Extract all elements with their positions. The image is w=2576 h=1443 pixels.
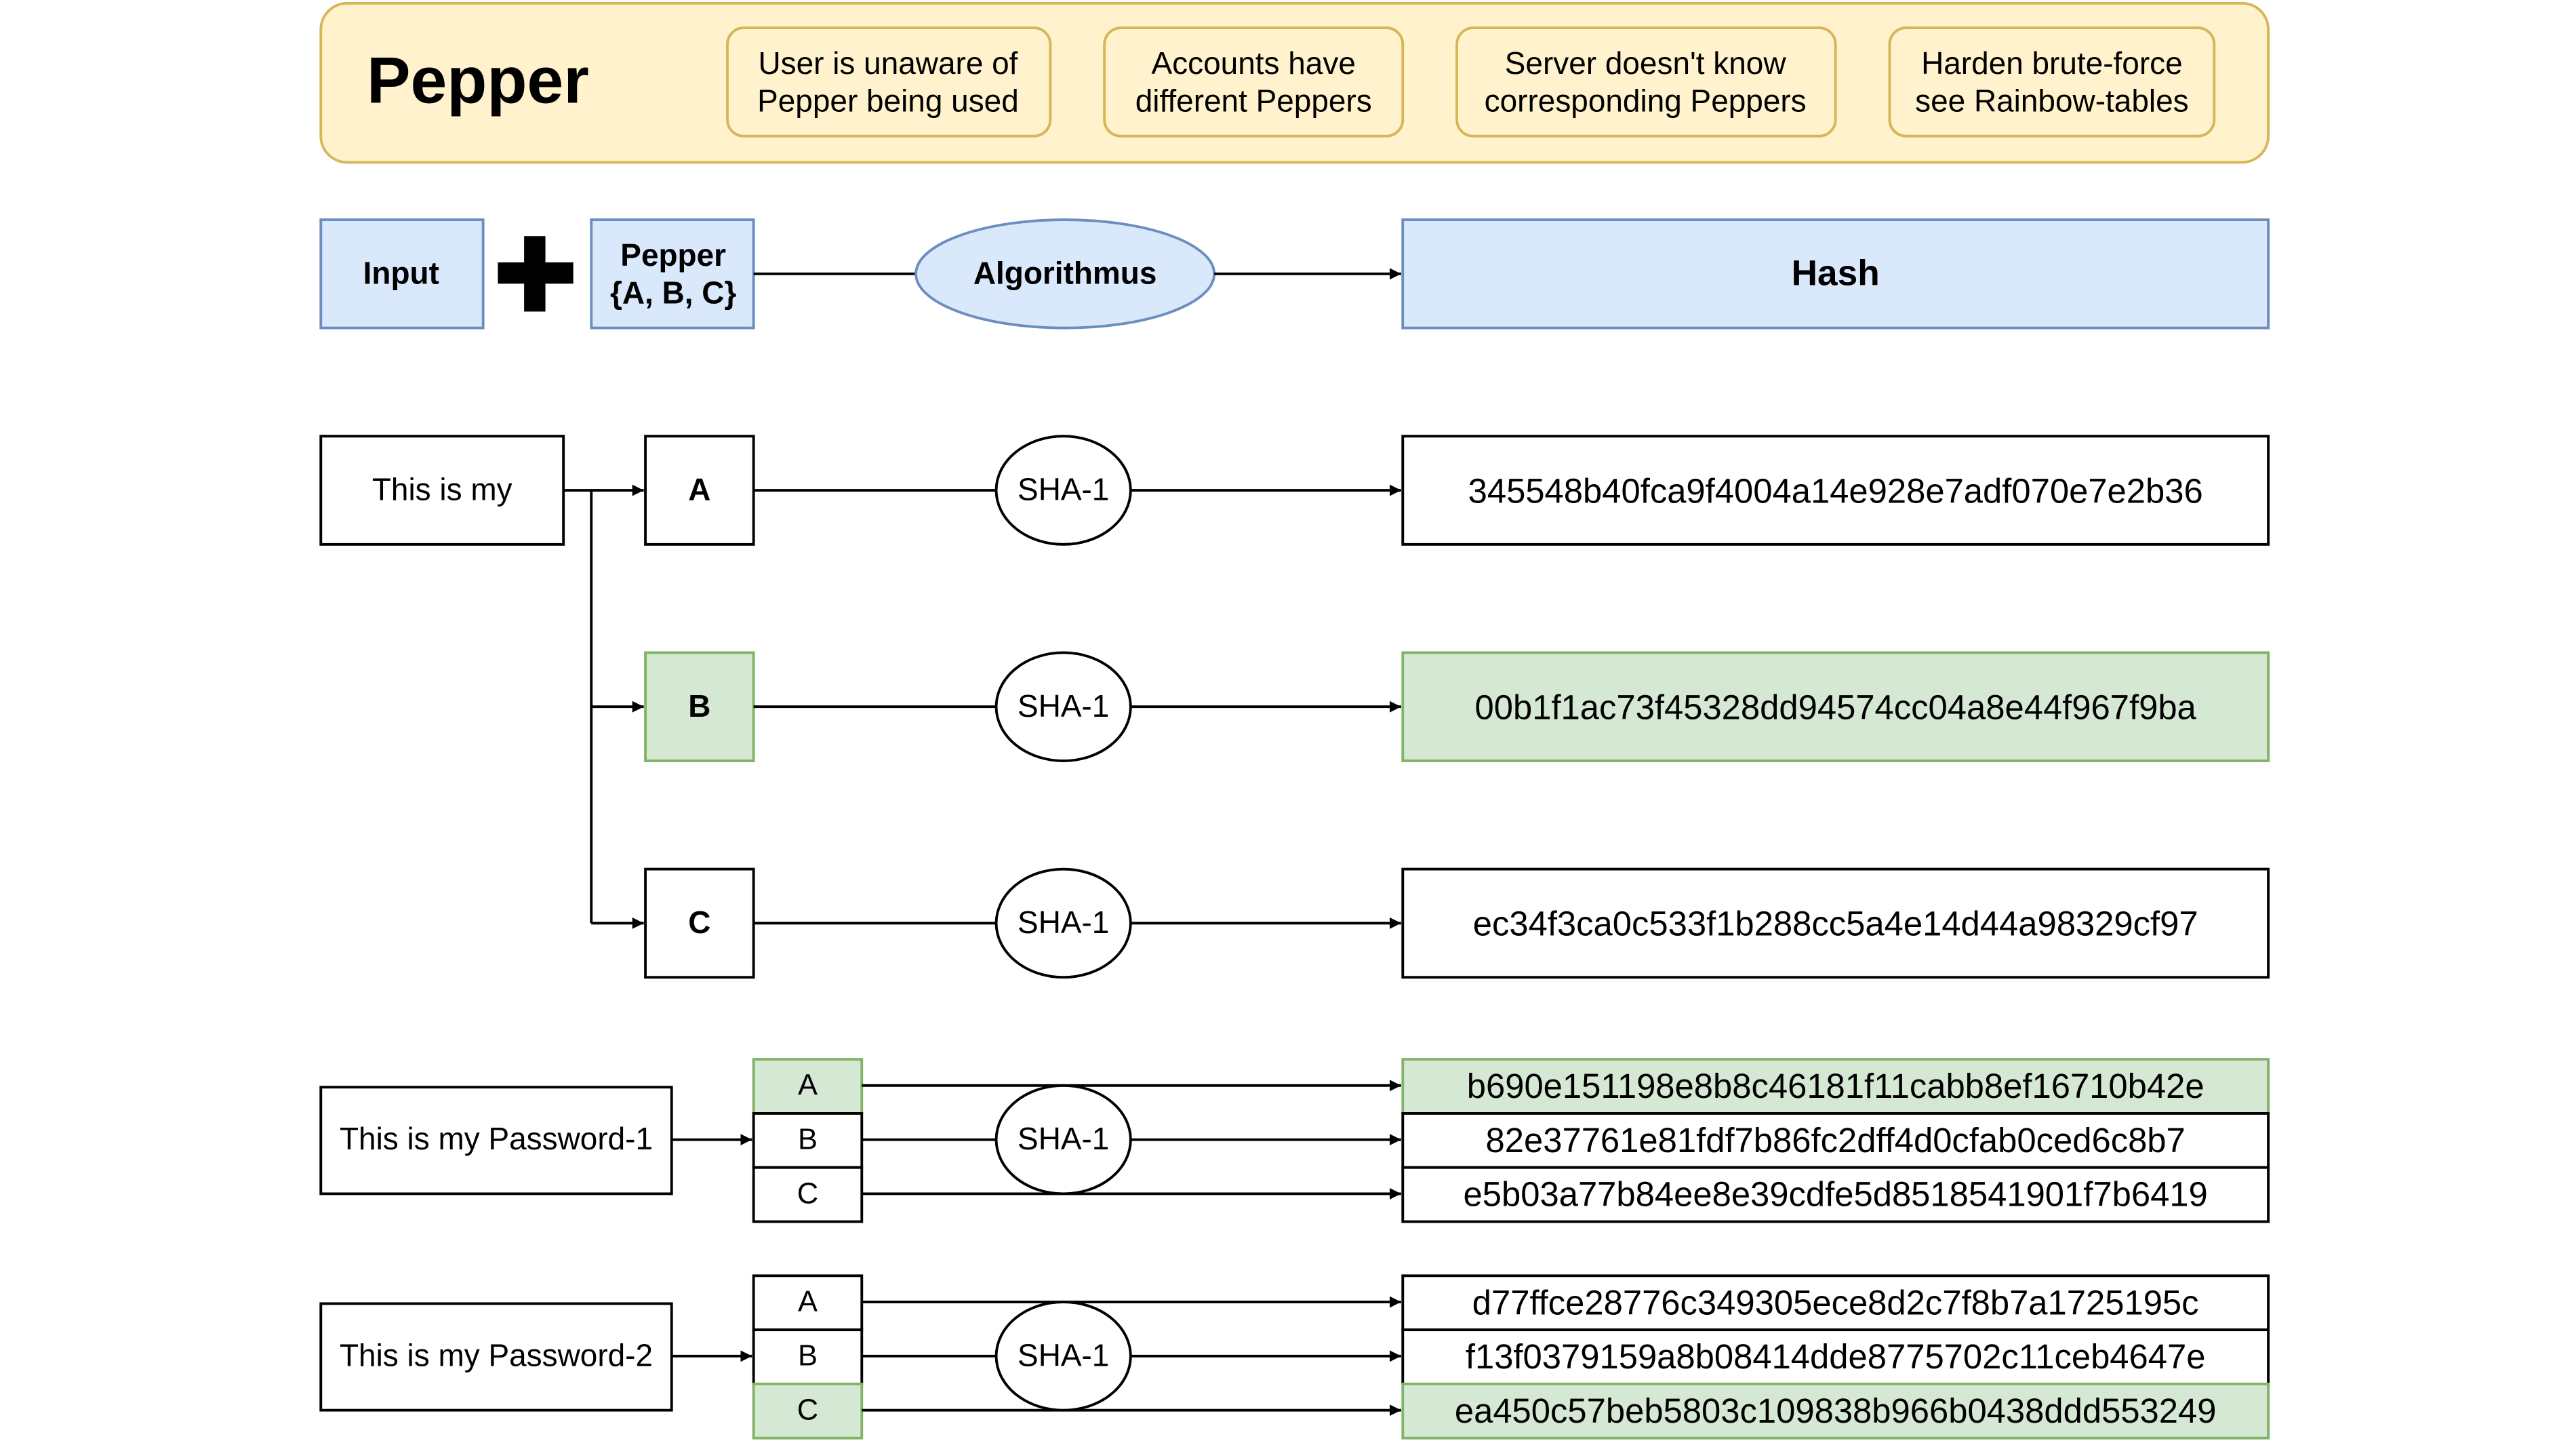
banner-note-line: different Peppers xyxy=(1135,83,1372,118)
hash-box xyxy=(1401,1383,2270,1440)
legend-input-box xyxy=(319,218,485,330)
pepper-row: B 82e37761e81fdf7b86fc2dff4d0cfab0ced6c8… xyxy=(752,1112,2270,1169)
example-group: This is my Password-2 A d77ffce28776c349… xyxy=(319,1274,2270,1440)
group-input: This is my Password-1 xyxy=(340,1121,653,1156)
pepper-box xyxy=(752,1328,864,1385)
algorithm-ellipse xyxy=(994,1084,1132,1195)
pepper-label: B xyxy=(798,1124,818,1156)
legend-hash-label: Hash xyxy=(1792,253,1880,293)
pepper-label: B xyxy=(798,1340,818,1372)
banner-note: Server doesn't know corresponding Pepper… xyxy=(1455,26,1837,138)
banner-note-line: Server doesn't know xyxy=(1505,45,1787,81)
banner: Pepper User is unaware of Pepper being u… xyxy=(319,1,2270,164)
plus-icon xyxy=(498,236,573,312)
hash-box xyxy=(1401,1058,2270,1115)
legend-hash-box xyxy=(1401,218,2270,330)
hash-value: ec34f3ca0c533f1b288cc5a4e14d44a98329cf97 xyxy=(1473,905,2198,943)
hash-value: e5b03a77b84ee8e39cdfe5d8518541901f7b6419 xyxy=(1464,1175,2208,1214)
hash-box xyxy=(1401,1328,2270,1385)
example-single: This is my A SHA-1 345548b40fca9f4004a14… xyxy=(319,435,2270,979)
hash-box xyxy=(1401,1274,2270,1332)
pepper-row: A d77ffce28776c349305ece8d2c7f8b7a172519… xyxy=(752,1274,2270,1332)
legend-input-label: Input xyxy=(363,255,439,290)
pepper-row: C SHA-1 ec34f3ca0c533f1b288cc5a4e14d44a9… xyxy=(644,867,2270,979)
pepper-box xyxy=(752,1166,864,1223)
hash-value: b690e151198e8b8c46181f11cabb8ef16710b42e xyxy=(1467,1067,2205,1105)
pepper-label: C xyxy=(688,905,710,940)
banner-note: Accounts have different Peppers xyxy=(1103,26,1405,138)
banner-note-line: corresponding Peppers xyxy=(1485,83,1807,118)
banner-note: Harden brute-force see Rainbow-tables xyxy=(1888,26,2216,138)
banner-note: User is unaware of Pepper being used xyxy=(726,26,1052,138)
algorithm-label: SHA-1 xyxy=(1018,905,1109,940)
pepper-box xyxy=(644,867,755,979)
pepper-label: C xyxy=(797,1177,818,1210)
hash-value: f13f0379159a8b08414dde8775702c11ceb4647e xyxy=(1466,1337,2206,1376)
algorithm-label: SHA-1 xyxy=(1018,1337,1109,1372)
hash-value: 82e37761e81fdf7b86fc2dff4d0cfab0ced6c8b7 xyxy=(1486,1121,2186,1160)
hash-box xyxy=(1401,1166,2270,1223)
pepper-label: A xyxy=(798,1069,818,1102)
example-input: This is my xyxy=(372,472,512,507)
legend-pepper-label: Pepper xyxy=(620,237,726,273)
banner-note-line: see Rainbow-tables xyxy=(1915,83,2188,118)
pepper-row: B SHA-1 00b1f1ac73f45328dd94574cc04a8e44… xyxy=(644,651,2270,762)
legend-algorithm-label: Algorithmus xyxy=(973,255,1157,290)
pepper-row: A b690e151198e8b8c46181f11cabb8ef16710b4… xyxy=(752,1058,2270,1115)
legend-row: Input Pepper {A, B, C} Algorithmus Hash xyxy=(319,218,2270,330)
pepper-row: B f13f0379159a8b08414dde8775702c11ceb464… xyxy=(752,1328,2270,1385)
banner-note-line: Pepper being used xyxy=(757,83,1019,118)
banner-note-line: Accounts have xyxy=(1152,45,1356,81)
algorithm-label: SHA-1 xyxy=(1018,688,1109,724)
hash-value: 345548b40fca9f4004a14e928e7adf070e7e2b36 xyxy=(1468,471,2203,510)
pepper-label: A xyxy=(798,1286,818,1318)
algorithm-label: SHA-1 xyxy=(1018,472,1109,507)
hash-box xyxy=(1401,651,2270,762)
hash-box xyxy=(1401,867,2270,979)
pepper-label: A xyxy=(688,472,710,507)
legend-pepper-set: {A, B, C} xyxy=(610,275,736,310)
pepper-row: C e5b03a77b84ee8e39cdfe5d8518541901f7b64… xyxy=(752,1166,2270,1223)
algorithm-ellipse xyxy=(994,1301,1132,1412)
legend-pepper-box xyxy=(590,218,755,330)
hash-value: 00b1f1ac73f45328dd94574cc04a8e44f967f9ba xyxy=(1475,688,2197,726)
banner-note-line: Harden brute-force xyxy=(1921,45,2183,81)
banner-note-line: User is unaware of xyxy=(758,45,1018,81)
banner-title: Pepper xyxy=(367,43,589,117)
example-group: This is my Password-1 A b690e151198e8b8c… xyxy=(319,1058,2270,1223)
pepper-label: C xyxy=(797,1394,818,1427)
hash-box xyxy=(1401,435,2270,546)
pepper-box xyxy=(644,435,755,546)
hash-value: d77ffce28776c349305ece8d2c7f8b7a1725195c xyxy=(1472,1283,2199,1322)
pepper-row: A SHA-1 345548b40fca9f4004a14e928e7adf07… xyxy=(644,435,2270,546)
algorithm-label: SHA-1 xyxy=(1018,1121,1109,1156)
pepper-row: C ea450c57beb5803c109838b966b0438ddd5532… xyxy=(752,1383,2270,1440)
hash-value: ea450c57beb5803c109838b966b0438ddd553249 xyxy=(1455,1391,2217,1430)
group-input: This is my Password-2 xyxy=(340,1337,653,1372)
pepper-label: B xyxy=(688,688,710,724)
pepper-box xyxy=(644,651,755,762)
